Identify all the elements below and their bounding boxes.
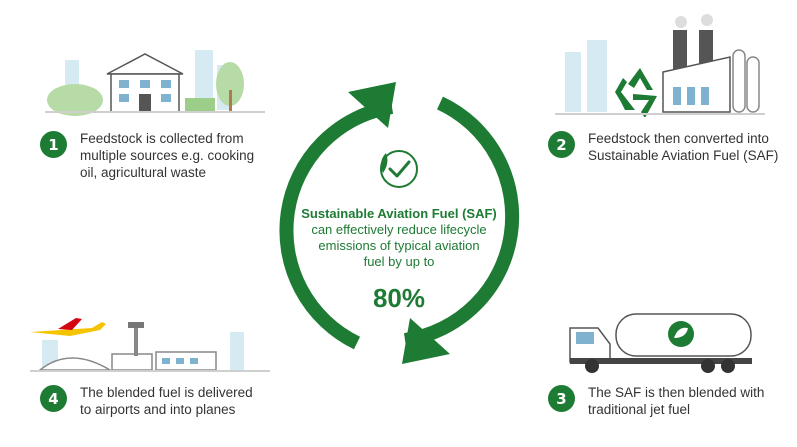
step-number-badge: 2 [548, 131, 575, 158]
step-text-line: oil, agricultural waste [80, 165, 207, 180]
step-text-line: Feedstock then converted into [588, 131, 769, 146]
feedstock-house-illustration [45, 50, 265, 116]
step-text-line: to airports and into planes [80, 402, 236, 417]
tanker-truck-illustration [569, 313, 752, 373]
step-text: Feedstock is collected from multiple sou… [80, 130, 254, 181]
step-text-line: Sustainable Aviation Fuel (SAF) [588, 148, 779, 163]
leaf-check-icon [380, 150, 418, 188]
step-text-line: The SAF is then blended with [588, 385, 765, 400]
step-text-line: The blended fuel is delivered [80, 385, 253, 400]
airplane-icon [30, 318, 106, 336]
cycle-arc-left [279, 100, 394, 350]
step-text: Feedstock then converted into Sustainabl… [588, 130, 778, 164]
step-text-line: traditional jet fuel [588, 402, 691, 417]
step-3: 3 The SAF is then blended with tradition… [548, 384, 793, 418]
saf-desc-line3: fuel by up to [363, 254, 435, 269]
refinery-illustration [555, 14, 765, 117]
saf-percent: 80% [372, 283, 426, 313]
saf-title: Sustainable Aviation Fuel (SAF) [301, 206, 497, 221]
recycle-icon [615, 68, 657, 117]
saf-desc-line2: emissions of typical aviation [318, 238, 480, 253]
saf-desc-line1: can effectively reduce lifecycle [311, 222, 487, 237]
step-2: 2 Feedstock then converted into Sustaina… [548, 130, 793, 164]
step-number-badge: 1 [40, 131, 67, 158]
step-number-badge: 4 [40, 385, 67, 412]
cycle-arrowhead-bottom [402, 318, 450, 364]
step-text: The blended fuel is delivered to airport… [80, 384, 253, 418]
step-4: 4 The blended fuel is delivered to airpo… [40, 384, 290, 418]
cycle-arrowhead-top [348, 82, 396, 128]
cycle-arc-right [403, 96, 520, 347]
step-text: The SAF is then blended with traditional… [588, 384, 764, 418]
airport-illustration [30, 318, 270, 372]
step-text-line: Feedstock is collected from [80, 131, 244, 146]
step-1: 1 Feedstock is collected from multiple s… [40, 130, 280, 181]
step-number-badge: 3 [548, 385, 575, 412]
step-text-line: multiple sources e.g. cooking [80, 148, 255, 163]
saf-summary: Sustainable Aviation Fuel (SAF) can effe… [283, 206, 515, 313]
